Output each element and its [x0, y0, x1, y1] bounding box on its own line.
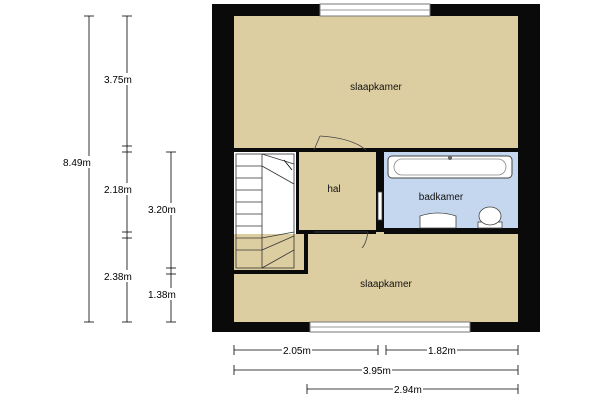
dim-bottom-right-width: 1.82m	[428, 346, 456, 357]
door-bathroom	[377, 191, 383, 221]
vertical-dimension-labels: 8.49m 3.75m 2.18m 2.38m 3.20m 1.38m	[62, 73, 178, 301]
dim-total-height: 8.49m	[63, 158, 91, 169]
dim-lower-small: 1.38m	[148, 290, 176, 301]
room-top-bedroom	[234, 16, 518, 148]
bathtub	[387, 155, 513, 179]
dim-total-width: 3.95m	[363, 366, 391, 377]
horizontal-dimension-labels: 2.05m 1.82m 3.95m 2.94m	[282, 344, 457, 396]
dim-bottom-left-width: 2.05m	[283, 346, 311, 357]
dim-middle-segment: 2.18m	[104, 185, 132, 196]
staircase	[235, 153, 295, 269]
dim-partial-width: 2.94m	[394, 385, 422, 396]
door-bottom-bedroom	[314, 231, 369, 249]
wall-stair-bottom	[234, 270, 308, 274]
dim-mid-span: 3.20m	[148, 205, 176, 216]
room-label-hall: hal	[327, 184, 340, 195]
wall-stair-post	[304, 232, 308, 274]
room-label-bathroom: badkamer	[419, 192, 464, 203]
door-top-bedroom	[313, 135, 367, 151]
sink	[419, 212, 457, 229]
wall-mid-top	[234, 148, 518, 152]
dim-bottom-segment: 2.38m	[104, 272, 132, 283]
room-hall	[298, 152, 376, 232]
wall-stair-right	[296, 152, 299, 232]
wall-bath-bottom	[384, 228, 518, 234]
room-bottom-bedroom-ext	[308, 232, 518, 238]
dim-top-segment: 3.75m	[104, 75, 132, 86]
room-label-top-bedroom: slaapkamer	[350, 82, 402, 93]
room-bottom-bedroom	[234, 234, 518, 322]
toilet	[477, 206, 503, 229]
room-label-bottom-bedroom: slaapkamer	[360, 279, 412, 290]
